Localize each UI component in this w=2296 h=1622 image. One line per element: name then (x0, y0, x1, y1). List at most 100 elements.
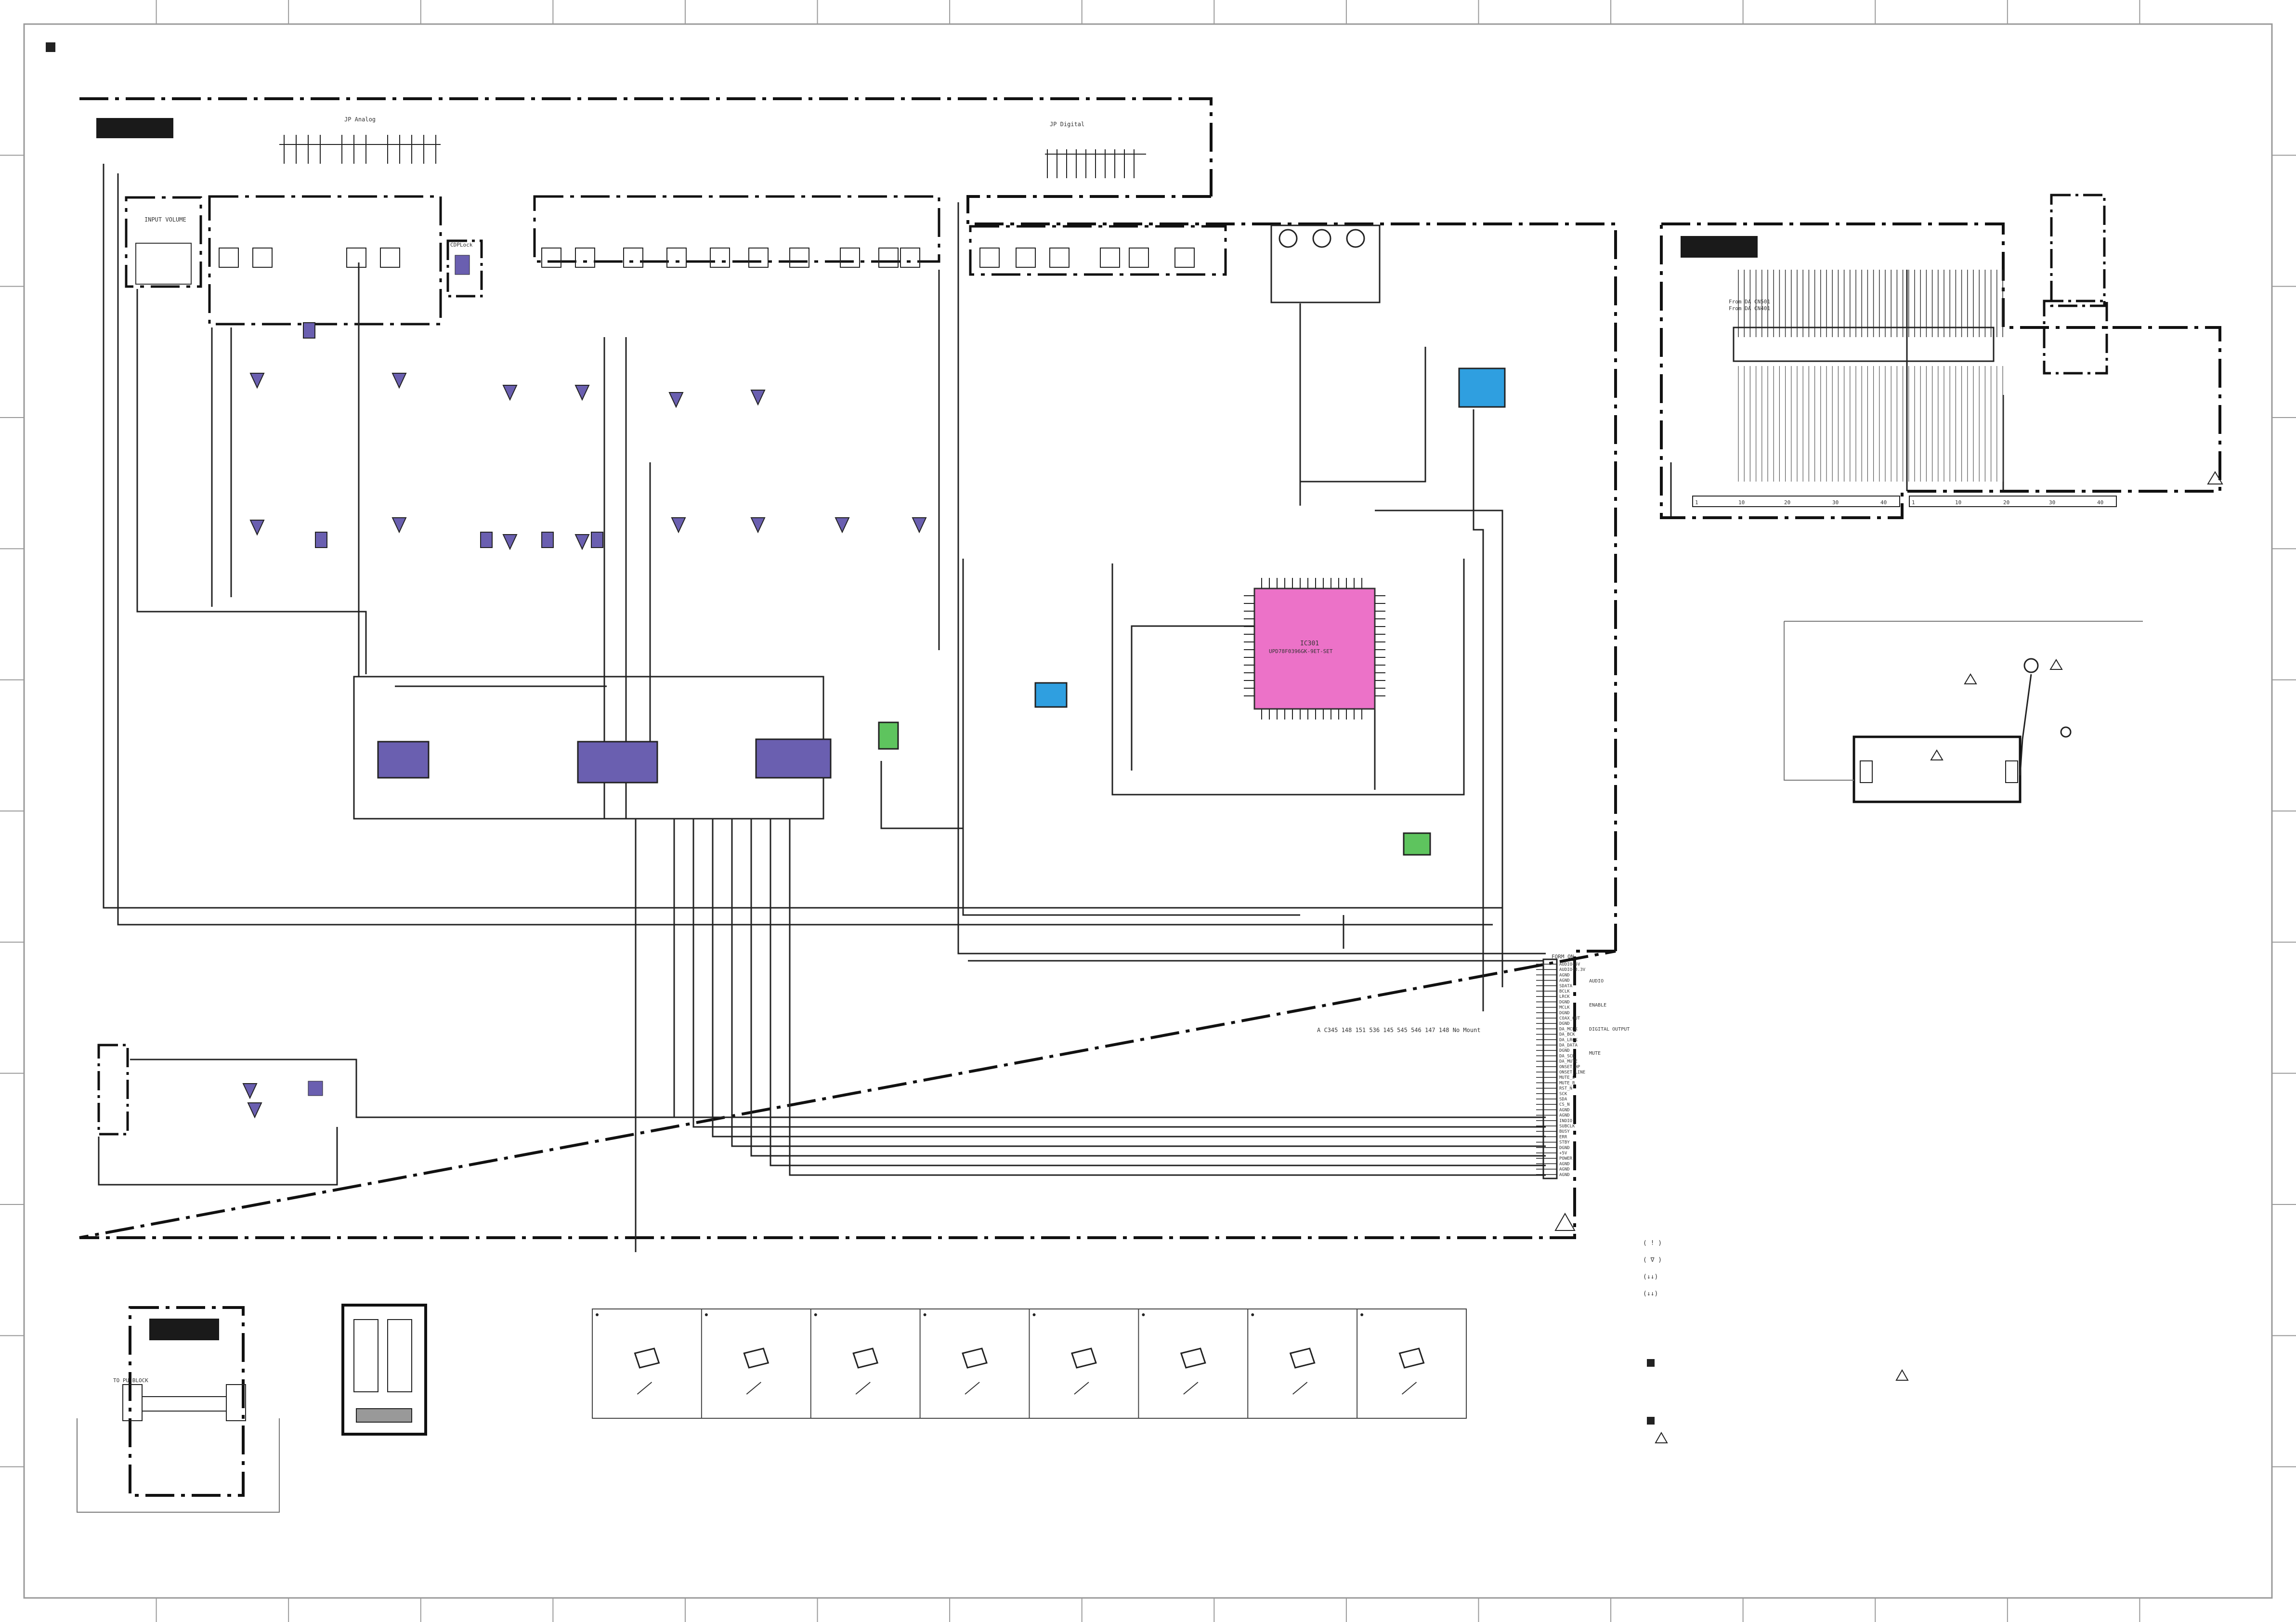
pin-scale-number: 1 (1695, 499, 1698, 506)
small-ic (303, 322, 315, 339)
connector-pin-label: ONSET_HP (1559, 1065, 1580, 1070)
connector-pin-label: SDATA (1559, 984, 1573, 989)
sub-board-title-1: From DA CN501 (1729, 299, 1770, 305)
wire (98, 1127, 338, 1186)
connector-pin-label: POWER (1559, 1156, 1573, 1161)
main-board-label-box (96, 118, 173, 138)
wire (750, 819, 1546, 1157)
package-lead-icon (637, 1382, 652, 1395)
opamp-symbol (668, 392, 684, 408)
table-cell-marker (1032, 1313, 1036, 1316)
relay-contact (878, 248, 899, 268)
mute-annotation: A C345 148 151 536 145 545 546 147 148 N… (1317, 1027, 1481, 1033)
warning-triangle-icon (1655, 1431, 1668, 1443)
component-package-table (592, 1308, 1467, 1419)
pin-scale-number: 40 (1880, 499, 1887, 506)
mcu-part: UPD78F0396GK-9ET-SET (1269, 648, 1333, 654)
connector-pin-label: SCK (1559, 1092, 1567, 1097)
connector-pin-label: DGND (1559, 1048, 1570, 1053)
package-outline-icon (852, 1347, 879, 1369)
relay-contact (1174, 248, 1195, 268)
pin-scale-number: 30 (2049, 499, 2055, 506)
connector-pin-label: AGND (1559, 1173, 1570, 1177)
connector-pin-label: SUBCLK (1559, 1124, 1575, 1129)
small-ic (591, 532, 603, 548)
connector-pin-label: DGND (1559, 1146, 1570, 1151)
table-cell-marker (704, 1313, 708, 1316)
connector-pin-label: INDIO (1559, 1119, 1572, 1124)
power-supply-box (1784, 621, 2143, 803)
opamp-symbol (574, 534, 590, 550)
legend-item: ( ∇ ) (1643, 1256, 1662, 1264)
package-lead-icon (746, 1382, 761, 1395)
relay-contact (666, 248, 687, 268)
wire (957, 202, 1546, 955)
jp-analog-label: JP Analog (344, 116, 376, 123)
sub-board-label-box (1681, 236, 1758, 258)
warning-triangle-icon (1930, 749, 1944, 760)
package-lead-icon (1401, 1382, 1417, 1395)
pin-scale-number: 40 (2097, 499, 2103, 506)
warning-triangle-icon (1964, 673, 1977, 684)
cdp-lock-block: CDPLock (446, 239, 483, 298)
connector-pin-label: DA_MUTE (1559, 1060, 1578, 1064)
table-cell-marker (923, 1313, 926, 1316)
opamp-symbol (835, 517, 850, 534)
dac-ic-3 (755, 738, 832, 779)
connector-pin-label: CS_N (1559, 1102, 1570, 1107)
opamp-symbol (247, 1102, 262, 1119)
form-connector-title: FORM ON (1552, 954, 1574, 960)
connector-pin-label: AGND (1559, 1113, 1570, 1118)
table-cell-marker (1142, 1313, 1145, 1316)
mcu-ref: IC301 (1300, 640, 1319, 647)
opamp-symbol (502, 385, 518, 401)
wire (789, 819, 1546, 1176)
relay-contact (789, 248, 809, 268)
opamp-symbol (912, 517, 927, 534)
to-pu-block-label: TO PU BLOCK (113, 1377, 148, 1384)
package-outline-icon (743, 1347, 770, 1369)
connector-pin-label: AUDIO+3.3V (1559, 968, 1586, 972)
pin-group-label: AUDIO (1589, 979, 1604, 984)
wire (692, 819, 1546, 1128)
pin-scale-number: 30 (1832, 499, 1839, 506)
connector-pin-label: DA_MCLK (1559, 1027, 1578, 1032)
connector-pin-label: DA_LRCK (1559, 1038, 1578, 1043)
relay-contact (541, 248, 561, 268)
wire (770, 819, 1546, 1166)
connector-pin-label: AGND (1559, 979, 1570, 983)
sub-board-connector (1733, 327, 1995, 362)
connector-pin-label: DA_SCK (1559, 1054, 1575, 1059)
note-bullet-square (1647, 1359, 1655, 1367)
sub-board-title-2: From DA CN401 (1729, 305, 1770, 312)
legend-item: (↓↓) (1643, 1273, 1658, 1281)
legend: ( ! ) ( ∇ ) (↓↓) (↓↓) (1643, 1240, 1662, 1297)
relay-contact (219, 248, 239, 268)
pin-scale-number: 20 (2003, 499, 2009, 506)
opamp-symbol (391, 517, 407, 534)
opamp-symbol (391, 373, 407, 389)
connector-pin-label: AGND (1559, 973, 1570, 978)
warning-triangle-icon (2049, 659, 2063, 670)
wire (731, 819, 1546, 1147)
warning-triangle-icon (1895, 1369, 1909, 1381)
cdp-lock-ic (455, 255, 470, 275)
relay-contact (748, 248, 769, 268)
small-ic (480, 532, 493, 548)
connector-pin-label: MCLK (1559, 1006, 1570, 1010)
blue-ic-regulator (1458, 367, 1506, 408)
wire (673, 819, 1546, 1118)
note-bullet-square (1647, 1417, 1655, 1425)
connector-pin-label: DGND (1559, 1011, 1570, 1016)
jp-analog-connector: JP Analog (279, 116, 441, 164)
connector-pin-label: DGND (1559, 1000, 1570, 1005)
connector-pin-label: DA_BCK (1559, 1033, 1575, 1037)
package-lead-icon (965, 1382, 980, 1395)
opamp-symbol (574, 385, 590, 401)
package-outline-icon (1398, 1347, 1425, 1369)
connector-pin-label: AGND (1559, 1108, 1570, 1112)
connector-pin-label: AGND (1559, 1162, 1570, 1166)
table-cell-marker (1251, 1313, 1254, 1316)
